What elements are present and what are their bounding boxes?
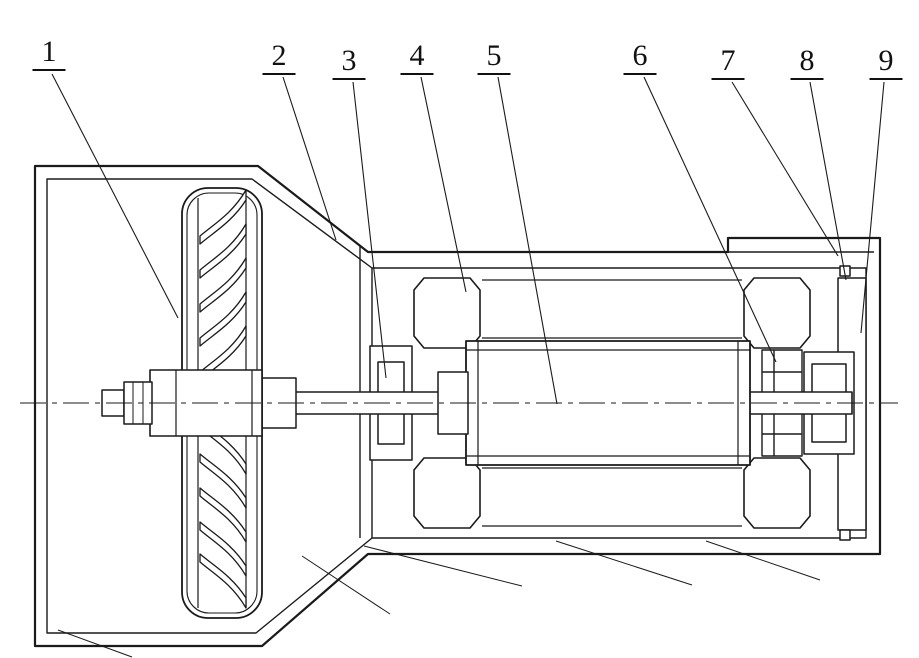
reference-line [301, 555, 391, 615]
callout-2: 2 [262, 40, 296, 75]
callout-9: 9 [869, 45, 903, 80]
leader-line-4 [420, 76, 467, 293]
callout-5: 5 [477, 40, 511, 75]
end-plate-fastener-bottom [839, 529, 851, 541]
leader-line-6 [643, 76, 777, 363]
blade [199, 257, 247, 313]
impeller-blades [199, 189, 247, 609]
leader-lines [51, 73, 885, 405]
callout-3: 3 [332, 45, 366, 80]
reference-line [555, 540, 693, 586]
stator-winding-left-top [413, 277, 481, 349]
blade [199, 453, 247, 509]
callout-4: 4 [400, 40, 434, 75]
leader-line-7 [731, 81, 839, 257]
leader-line-9 [860, 81, 885, 334]
blade [199, 553, 247, 609]
callout-7: 7 [711, 45, 745, 80]
blade [199, 223, 247, 279]
blade [199, 521, 247, 577]
leader-line-5 [497, 76, 558, 405]
stator-winding-right-top [743, 277, 811, 349]
leader-line-2 [282, 76, 337, 241]
leader-line-3 [352, 81, 387, 379]
reference-line [57, 629, 133, 658]
callout-8: 8 [790, 45, 824, 80]
callout-1: 1 [32, 36, 66, 71]
rotor-details [466, 341, 750, 465]
stator-winding-right-bottom [743, 457, 811, 529]
unlabeled-leader-lines [57, 540, 821, 658]
blade [199, 189, 247, 245]
stator-winding-left-bottom [413, 457, 481, 529]
leader-line-8 [809, 81, 847, 281]
leader-line-1 [51, 73, 179, 319]
blade [199, 291, 247, 347]
reference-line [363, 545, 523, 587]
casing-inner-wall [46, 178, 867, 634]
blade [199, 487, 247, 543]
reference-line [705, 540, 821, 581]
stator-core-lines [482, 279, 742, 527]
callout-6: 6 [623, 40, 657, 75]
